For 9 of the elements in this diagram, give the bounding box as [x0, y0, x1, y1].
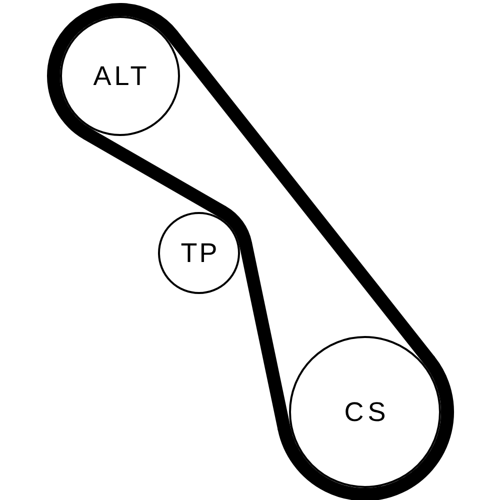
- pulley-label: ALT: [92, 62, 150, 90]
- pulley-label: CS: [343, 398, 390, 426]
- drive-belt: [84, 128, 226, 218]
- drive-belt: [167, 30, 435, 365]
- pulley: [158, 212, 240, 294]
- pulley-label: TP: [180, 240, 220, 266]
- drive-belt: [239, 242, 291, 430]
- pulley: [289, 336, 441, 488]
- pulley: [60, 16, 180, 136]
